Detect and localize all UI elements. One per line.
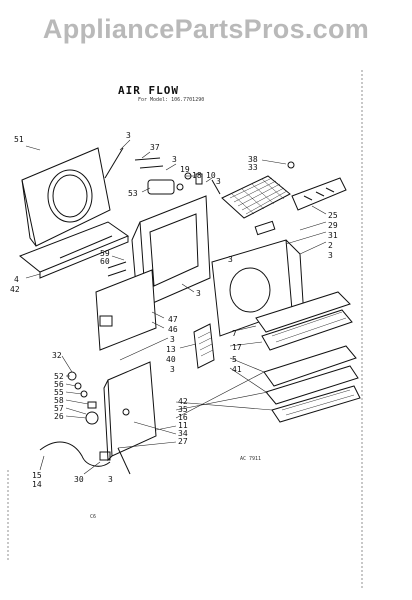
part-label: 3 xyxy=(170,365,175,374)
part-label: 17 xyxy=(232,343,242,352)
part-label: 56 xyxy=(54,380,64,389)
part-label: 3 xyxy=(172,155,177,164)
part-label: 58 xyxy=(54,396,64,405)
part-control-bracket xyxy=(254,177,347,236)
part-base-slide xyxy=(19,221,130,279)
part-label: 42 xyxy=(178,397,188,406)
footer-code-left: C6 xyxy=(90,514,96,520)
part-power-cord xyxy=(39,441,131,475)
part-label: 35 xyxy=(178,405,188,414)
part-label: 13 xyxy=(166,345,176,354)
part-label: 10 xyxy=(206,171,216,180)
part-label: 30 xyxy=(74,475,84,484)
part-label: 53 xyxy=(128,189,138,198)
part-label: 31 xyxy=(328,231,338,240)
part-label: 3 xyxy=(126,131,131,140)
part-label: 52 xyxy=(54,372,64,381)
part-label: 60 xyxy=(100,257,110,266)
part-label: 42 xyxy=(10,285,20,294)
part-label: 27 xyxy=(178,437,188,446)
part-label: 18 xyxy=(192,171,202,180)
part-blower-shroud xyxy=(21,147,111,247)
part-label: 33 xyxy=(248,163,258,172)
part-label: 14 xyxy=(32,480,42,489)
part-label: 3 xyxy=(228,255,233,264)
part-label: 16 xyxy=(178,413,188,422)
part-label: 55 xyxy=(54,388,64,397)
part-control-knobs xyxy=(67,371,99,425)
part-label: 5 xyxy=(232,355,237,364)
part-label: 11 xyxy=(178,421,188,430)
diagram-subtitle: For Model: 106.7701290 xyxy=(138,97,205,103)
part-label: 41 xyxy=(232,365,242,374)
part-control-housing xyxy=(103,361,157,462)
part-label: 34 xyxy=(178,429,188,438)
part-label: 46 xyxy=(168,325,178,334)
part-louver-40 xyxy=(193,323,215,369)
part-label: 51 xyxy=(14,135,24,144)
part-label: 29 xyxy=(328,221,338,230)
part-grille-38 xyxy=(221,161,295,219)
part-label: 3 xyxy=(328,251,333,260)
leader-lines xyxy=(25,139,327,475)
part-label: 32 xyxy=(52,351,62,360)
part-label: 2 xyxy=(328,241,333,250)
part-label: 3 xyxy=(108,475,113,484)
part-motor xyxy=(147,179,184,195)
diagram-title: AIR FLOW xyxy=(118,84,179,97)
part-label: 19 xyxy=(180,165,190,174)
part-label: 15 xyxy=(32,471,42,480)
part-label: 3 xyxy=(170,335,175,344)
part-scroll-housing xyxy=(211,239,305,337)
part-label: 47 xyxy=(168,315,178,324)
part-label: 3 xyxy=(216,177,221,186)
part-label: 57 xyxy=(54,404,64,413)
part-label: 59 xyxy=(100,249,110,258)
part-label: 3 xyxy=(196,289,201,298)
part-label: 38 xyxy=(248,155,258,164)
part-left-plate xyxy=(95,269,157,351)
part-label: 37 xyxy=(150,143,160,152)
footer-code-right: AC 7911 xyxy=(240,456,261,462)
part-label: 7 xyxy=(232,329,237,338)
watermark: AppliancePartsPros.com xyxy=(42,14,370,44)
part-filter-stack xyxy=(255,291,361,423)
part-screws-top xyxy=(104,147,164,179)
part-number-labels: 51 3 37 3 19 18 10 3 53 38 33 25 29 31 2… xyxy=(10,131,338,489)
part-label: 25 xyxy=(328,211,338,220)
part-label: 4 xyxy=(14,275,19,284)
part-bracket-59 xyxy=(107,261,127,277)
part-label: 26 xyxy=(54,412,64,421)
part-label: 40 xyxy=(166,355,176,364)
